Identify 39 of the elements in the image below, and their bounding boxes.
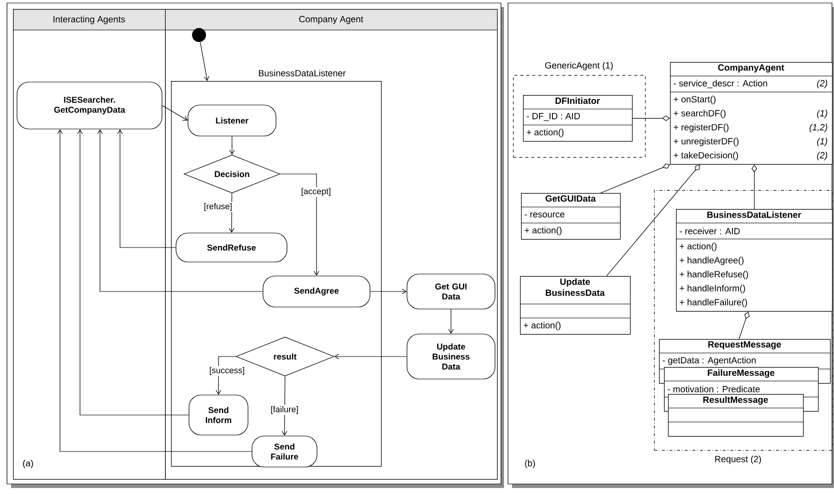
class-box: GetGUIData - resource + action() [520, 193, 621, 240]
activity-box: Get GUI Data [406, 274, 496, 310]
arrow [77, 129, 190, 416]
activity-box: SendRefuse [176, 232, 288, 262]
arrow [200, 42, 210, 81]
arrow [280, 174, 320, 276]
arrow [57, 129, 252, 452]
class-box: ResultMessage [668, 394, 804, 437]
activity-box: Send Inform [188, 394, 248, 436]
class-box: CompanyAgent - service_descr : Action (2) + onStart() + searchDF() (1) + registerDF() (1,2) + unregisterDF() (1) + takeDecision() (2) [670, 62, 833, 165]
arrow [282, 376, 288, 436]
class-box: Update BusinessData + action() [520, 276, 631, 335]
edge-label: [accept] [300, 187, 332, 197]
panel-label: (b) [525, 460, 535, 468]
arrow [334, 354, 407, 360]
arrow [448, 309, 454, 334]
class-box: DFInitiator - DF_ID : AID + action() [522, 95, 633, 142]
arrow [117, 129, 176, 248]
aggregation-line [738, 312, 750, 340]
aggregation-line [600, 164, 670, 194]
edge-label: [refuse] [202, 202, 234, 212]
activity-box: Update Business Data [406, 334, 496, 380]
arrow [162, 105, 188, 121]
arrow [229, 136, 235, 155]
class-box: BusinessDataListener - receiver : AID + action() + handleAgree() + handleRefuse() + handleInform() + handleFailure() [676, 209, 833, 312]
panel-label: (a) [23, 460, 33, 468]
activity-box: Send Failure [252, 436, 318, 468]
start-dot [192, 28, 206, 42]
node-label: Request (2) [715, 456, 761, 464]
arrow [97, 129, 263, 292]
node-label: BusinessDataListener [258, 70, 346, 76]
arrow [370, 288, 407, 294]
activity-box: Listener [188, 104, 276, 136]
edge-label: [success] [208, 366, 246, 376]
activity-box: ISESearcher. GetCompanyData [16, 82, 162, 130]
aggregation-line [606, 164, 700, 276]
activity-box: SendAgree [262, 276, 370, 308]
node-label: GenericAgent (1) [545, 62, 613, 70]
edge-label: [failure] [270, 405, 300, 415]
